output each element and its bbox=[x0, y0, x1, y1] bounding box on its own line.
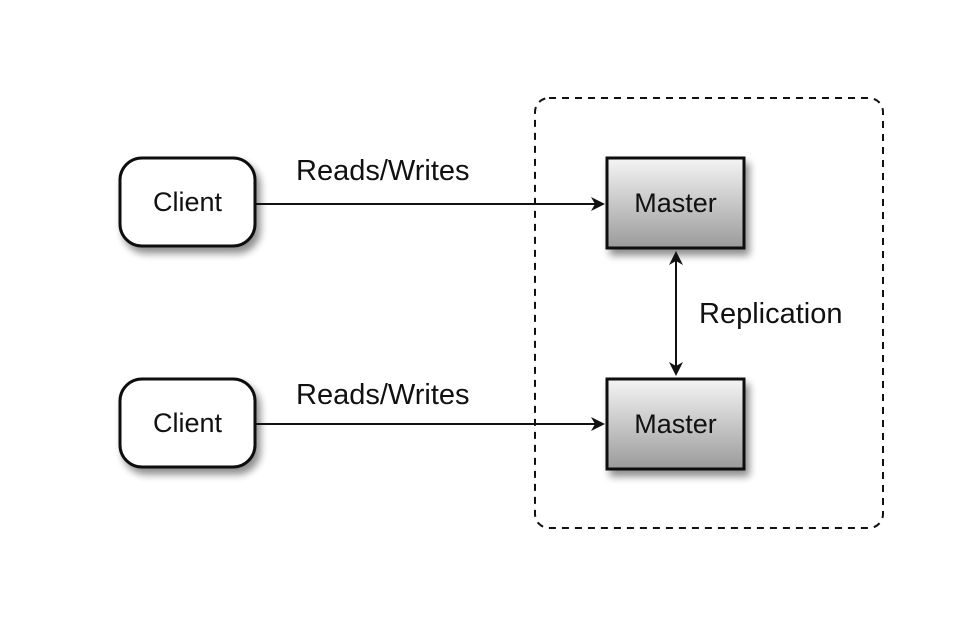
client-node-bottom bbox=[118, 377, 257, 469]
client-node-top bbox=[118, 156, 257, 248]
master-node-bottom bbox=[605, 377, 746, 471]
client-label-top: Client bbox=[152, 186, 223, 217]
master-node-top bbox=[605, 156, 746, 250]
master-label-bottom: Master bbox=[634, 408, 717, 439]
client-label-bottom: Client bbox=[152, 407, 223, 438]
reads-writes-label-bottom: Reads/Writes bbox=[296, 379, 470, 411]
reads-writes-label-top: Reads/Writes bbox=[296, 155, 470, 187]
replication-label: Replication bbox=[699, 298, 843, 330]
master-label-top: Master bbox=[634, 187, 717, 218]
replication-group-boundary bbox=[534, 97, 884, 529]
